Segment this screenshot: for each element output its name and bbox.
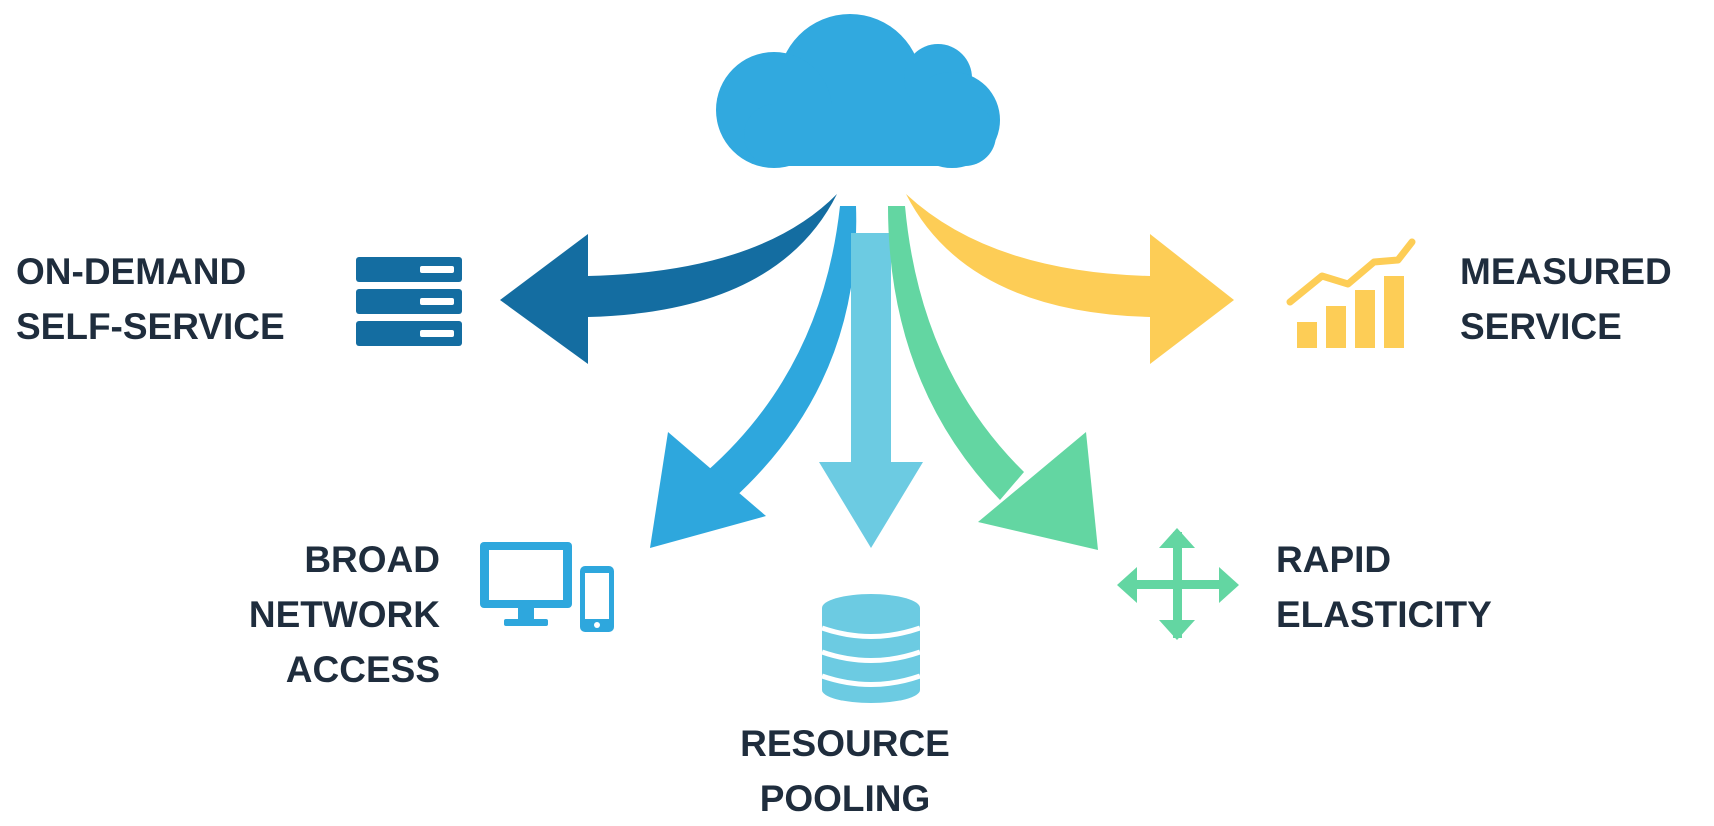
rapid-line-2: ELASTICITY bbox=[1276, 594, 1492, 635]
resource-line-2: POOLING bbox=[759, 778, 931, 819]
on-demand-line-1: ON-DEMAND bbox=[16, 251, 247, 292]
arrow-on-demand bbox=[500, 194, 837, 364]
on-demand-self-service-label: ON-DEMAND SELF-SERVICE bbox=[16, 244, 285, 354]
resource-line-1: RESOURCE bbox=[740, 723, 950, 764]
arrow-rapid-elasticity bbox=[888, 206, 1098, 550]
measured-service-label: MEASURED SERVICE bbox=[1460, 244, 1672, 354]
broad-network-access-label: BROAD NETWORK ACCESS bbox=[249, 532, 440, 697]
cloud-icon bbox=[716, 14, 1000, 168]
broad-line-1: BROAD bbox=[304, 539, 440, 580]
rapid-line-1: RAPID bbox=[1276, 539, 1392, 580]
arrow-resource-pooling bbox=[819, 233, 923, 548]
arrow-measured-service bbox=[906, 194, 1234, 364]
database-icon bbox=[821, 594, 921, 703]
four-way-arrows-icon bbox=[1117, 528, 1239, 640]
arrow-broad-network bbox=[650, 206, 857, 548]
rapid-elasticity-label: RAPID ELASTICITY bbox=[1276, 532, 1492, 642]
monitor-phone-icon bbox=[480, 542, 614, 632]
measured-line-1: MEASURED bbox=[1460, 251, 1672, 292]
growth-chart-icon bbox=[1286, 238, 1416, 348]
server-stack-icon bbox=[356, 257, 462, 346]
broad-line-3: ACCESS bbox=[285, 649, 440, 690]
on-demand-line-2: SELF-SERVICE bbox=[16, 306, 285, 347]
measured-line-2: SERVICE bbox=[1460, 306, 1622, 347]
broad-line-2: NETWORK bbox=[248, 594, 440, 635]
resource-pooling-label: RESOURCE POOLING bbox=[650, 716, 1040, 826]
